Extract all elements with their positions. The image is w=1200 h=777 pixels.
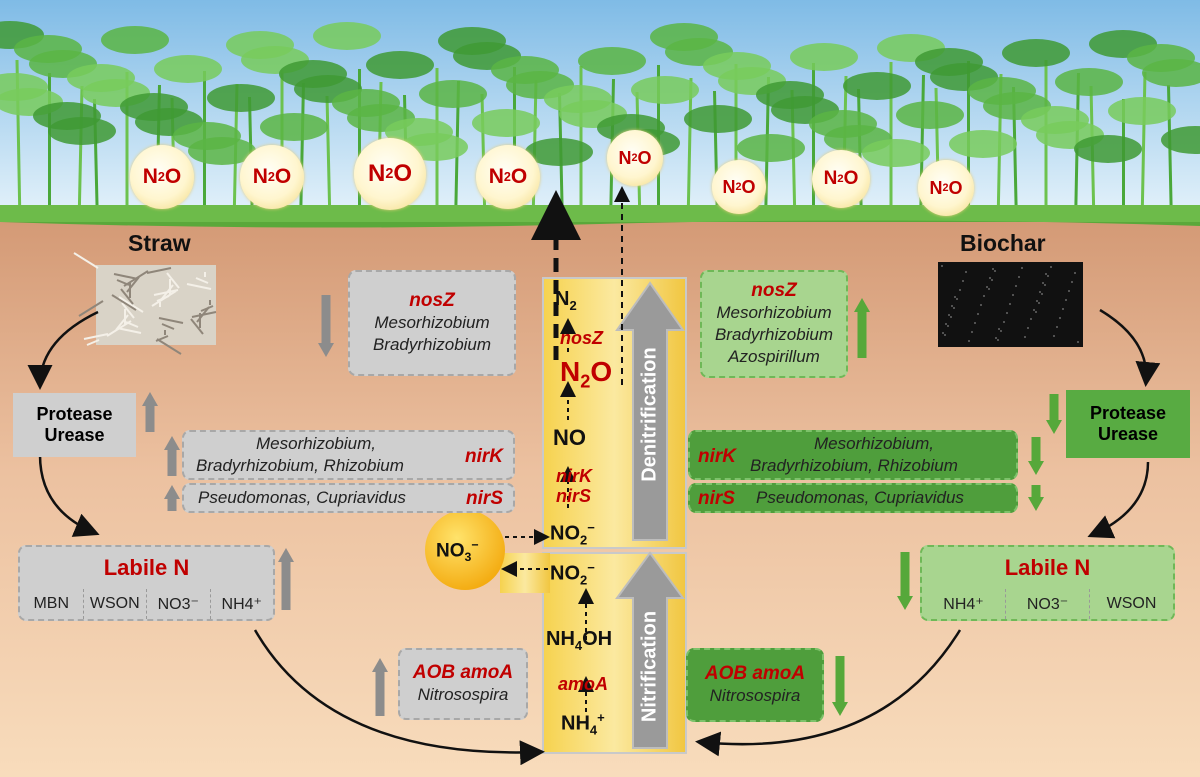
species-nh4: NH4+ bbox=[561, 710, 605, 738]
organism-label: Mesorhizobium, bbox=[814, 434, 934, 453]
left-amoa-box: AOB amoA Nitrosospira bbox=[398, 648, 528, 720]
species-no2-bottom: NO2− bbox=[550, 560, 595, 588]
right-nirk-box: Mesorhizobium, Bradyrhizobium, Rhizobium… bbox=[688, 430, 1018, 480]
species-n2: N2 bbox=[555, 288, 577, 313]
gene-label: AOB amoA bbox=[412, 662, 514, 683]
cell-wson: WSON bbox=[1106, 595, 1157, 612]
enzyme-urease: Urease bbox=[44, 425, 105, 445]
increase-arrow-icon bbox=[372, 658, 388, 716]
denitrification-label: Denitrification bbox=[638, 347, 661, 482]
organism-label: Bradyrhizobium, Rhizobium bbox=[750, 456, 958, 475]
decrease-arrow-icon bbox=[318, 295, 334, 357]
labile-cells: MBN WSON NO3⁻ NH4⁺ bbox=[20, 589, 273, 619]
labile-cells: NH4⁺ NO3⁻ WSON bbox=[922, 589, 1173, 619]
left-enzyme-box: Protease Urease bbox=[13, 393, 136, 457]
species-no2-top: NO2− bbox=[550, 520, 595, 548]
gene-label: nirS bbox=[698, 488, 735, 509]
organism-label: Mesorhizobium, bbox=[256, 434, 376, 453]
gene-nirs-core: nirS bbox=[556, 486, 592, 506]
cell-nh4: NH4⁺ bbox=[922, 589, 1006, 619]
bamboo-forest bbox=[0, 21, 1200, 226]
straw-title: Straw bbox=[128, 230, 191, 256]
gene-label: AOB amoA bbox=[704, 663, 806, 684]
decrease-arrow-icon bbox=[832, 656, 848, 716]
cell-no3: NO3⁻ bbox=[1006, 589, 1090, 619]
increase-arrow-icon bbox=[854, 298, 870, 358]
organism-label: Mesorhizobium bbox=[716, 303, 832, 322]
right-nosz-box: nosZ Mesorhizobium Bradyrhizobium Azospi… bbox=[700, 270, 848, 378]
gene-label: nosZ bbox=[409, 290, 455, 311]
enzyme-protease: Protease bbox=[1089, 403, 1167, 423]
organism-label: Nitrosospira bbox=[417, 685, 509, 704]
straw-image bbox=[73, 252, 217, 355]
left-nirk-box: Mesorhizobium, Bradyrhizobium, Rhizobium… bbox=[182, 430, 515, 480]
species-nh4oh: NH4OH bbox=[546, 628, 613, 653]
gene-label: nosZ bbox=[751, 280, 797, 301]
decrease-arrow-icon bbox=[1046, 394, 1062, 434]
left-nirs-box: Pseudomonas, Cupriavidus nirS bbox=[182, 483, 515, 513]
enzyme-urease: Urease bbox=[1097, 424, 1159, 444]
increase-arrow-icon bbox=[142, 392, 158, 432]
gene-label: nirS bbox=[466, 488, 503, 509]
right-enzyme-box: Protease Urease bbox=[1066, 390, 1190, 458]
organism-label: Pseudomonas, Cupriavidus bbox=[198, 488, 406, 507]
labile-title: Labile N bbox=[103, 555, 190, 580]
species-n2o: N2O bbox=[560, 356, 613, 392]
decrease-arrow-icon bbox=[1028, 485, 1044, 511]
right-amoa-box: AOB amoA Nitrosospira bbox=[686, 648, 824, 722]
left-nosz-box: nosZ Mesorhizobium Bradyrhizobium bbox=[348, 270, 516, 376]
enzyme-protease: Protease bbox=[36, 404, 113, 424]
gene-label: nirK bbox=[698, 446, 736, 467]
increase-arrow-icon bbox=[164, 436, 180, 476]
organism-label: Bradyrhizobium, Rhizobium bbox=[196, 456, 404, 475]
organism-label: Azospirillum bbox=[728, 347, 820, 366]
biochar-image bbox=[941, 265, 1079, 343]
right-labile-box: Labile N NH4⁺ NO3⁻ WSON bbox=[920, 545, 1175, 621]
organism-label: Nitrosospira bbox=[709, 686, 801, 705]
gene-amoa-core: amoA bbox=[558, 674, 609, 694]
nitrification-label: Nitrification bbox=[638, 610, 661, 723]
organism-label: Bradyrhizobium bbox=[714, 325, 834, 344]
right-nirs-box: Pseudomonas, Cupriavidus nirS bbox=[688, 483, 1018, 513]
increase-arrow-icon bbox=[164, 485, 180, 511]
organism-label: Mesorhizobium bbox=[374, 313, 490, 332]
gene-nirk-core: nirK bbox=[556, 466, 592, 486]
cell-wson: WSON bbox=[84, 589, 147, 619]
left-labile-box: Labile N MBN WSON NO3⁻ NH4⁺ bbox=[18, 545, 275, 621]
increase-arrow-icon bbox=[278, 548, 294, 610]
biochar-title: Biochar bbox=[960, 230, 1046, 256]
decrease-arrow-icon bbox=[897, 552, 913, 610]
organism-label: Pseudomonas, Cupriavidus bbox=[756, 488, 964, 507]
organism-label: Bradyrhizobium bbox=[372, 335, 492, 354]
species-no: NO bbox=[553, 425, 586, 450]
cell-no3: NO3⁻ bbox=[147, 589, 211, 619]
decrease-arrow-icon bbox=[1028, 437, 1044, 475]
gene-label: nirK bbox=[465, 446, 503, 467]
nitrate-pool bbox=[425, 510, 505, 590]
gene-nosz-core: nosZ bbox=[560, 328, 603, 348]
cell-nh4: NH4⁺ bbox=[221, 596, 262, 613]
labile-title: Labile N bbox=[1004, 555, 1091, 580]
cell-mbn: MBN bbox=[20, 589, 84, 619]
species-no3: NO3− bbox=[436, 538, 479, 565]
